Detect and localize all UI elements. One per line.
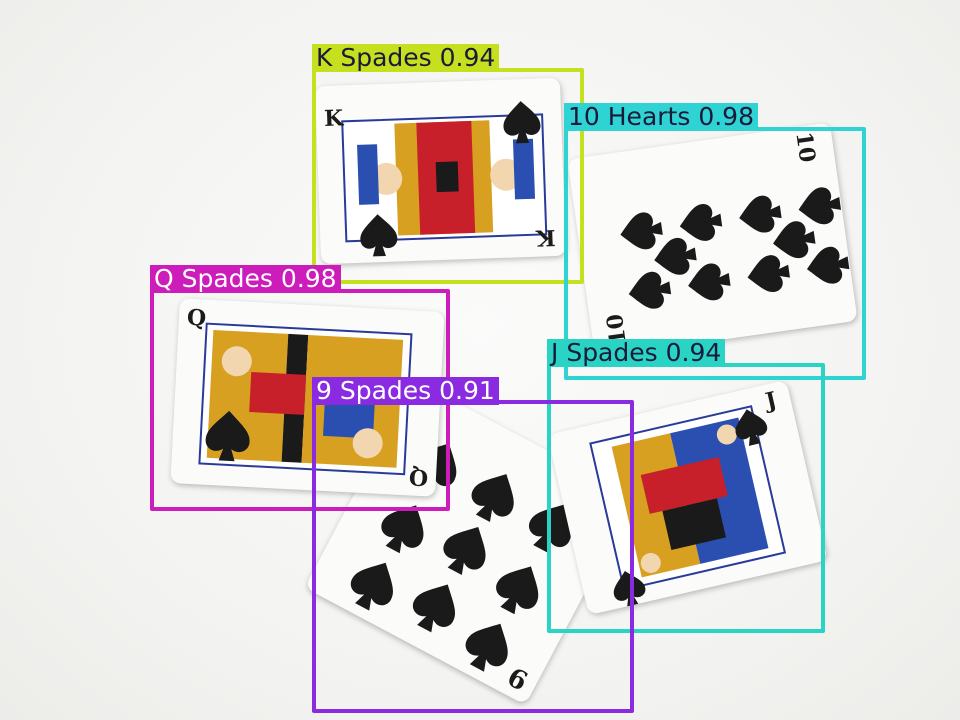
detection-class: K Spades <box>316 43 432 72</box>
queen-face-art <box>198 322 413 476</box>
detection-confidence: 0.98 <box>698 102 754 131</box>
card-nine-of-spades: 9 9 <box>304 380 636 705</box>
card-ten-of-spades: 10 10 <box>567 122 858 358</box>
detection-box-k-spades <box>312 68 584 284</box>
detection-label-j-spades: J Spades 0.94 <box>547 338 726 367</box>
detection-label-nine-spades: 9 Spades 0.91 <box>312 377 499 405</box>
card-jack-of-spades: J <box>547 379 828 616</box>
ten-spades-pips <box>620 187 850 309</box>
detection-label-ten-hearts: 10 Hearts 0.98 <box>564 103 758 131</box>
detection-confidence: 0.94 <box>439 43 496 72</box>
nine-spades-pips <box>350 443 572 672</box>
card-king-of-spades: K K <box>314 77 567 265</box>
detection-class: Q Spades <box>154 264 273 293</box>
king-face-art <box>341 101 548 257</box>
detection-class: 9 Spades <box>316 376 432 405</box>
jack-face-art <box>589 405 787 608</box>
detection-label-q-spades: Q Spades 0.98 <box>150 265 341 293</box>
detection-confidence: 0.94 <box>665 338 722 367</box>
detection-label-k-spades: K Spades 0.94 <box>312 43 500 72</box>
detection-class: 10 Hearts <box>568 102 691 131</box>
card-queen-of-spades: Q Q <box>170 298 445 497</box>
detection-confidence: 0.98 <box>280 264 337 293</box>
detection-confidence: 0.91 <box>439 376 495 405</box>
detection-box-nine-spades <box>312 400 634 713</box>
detection-class: J Spades <box>551 338 658 367</box>
